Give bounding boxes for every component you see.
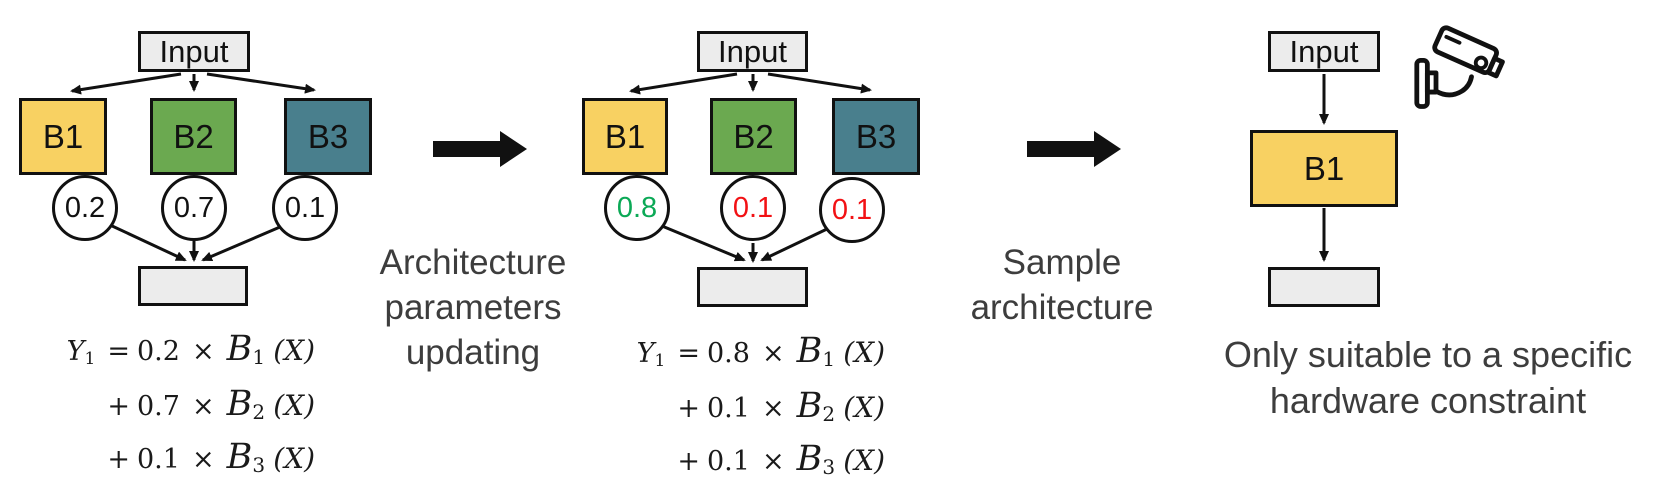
eq-arg: (X) [843,391,885,425]
middle-block-b3: B3 [832,98,920,175]
middle-output-box [697,267,808,307]
eq-block-sub: 2 [252,400,266,425]
eq-block: B [796,439,823,480]
eq-coef: 0.7 [136,391,180,423]
eq-arg: (X) [273,334,315,367]
left-block-b3: B3 [284,98,372,175]
eq-coef: 0.2 [136,336,180,367]
eq-times: × [192,336,215,367]
middle-alpha-circle-b1: 0.8 [604,175,670,241]
equation-line: Y1 =0.8 ×B1 (X) [637,329,885,384]
eq-op: = [677,338,700,369]
caption-line: Only suitable to a specific [1223,334,1633,375]
eq-arg: (X) [843,444,885,478]
transition-label-line: updating [405,333,541,372]
transition-label-line: architecture [970,288,1154,327]
transition-label-line: Architecture [379,243,567,282]
cctv-camera-icon [1410,22,1510,118]
eq-coef: 0.1 [706,446,750,478]
eq-block-sub: 1 [822,347,836,372]
right-block-b1: B1 [1250,130,1398,207]
transition-arrow-icon-1 [433,131,527,167]
eq-block: B [226,329,253,369]
equation-line: Y1 =0.2 ×B1 (X) [67,327,315,382]
left-block-b1: B1 [19,98,107,175]
middle-alpha-circle-b3: 0.1 [819,177,885,243]
edge-mid-input-b3 [767,72,872,94]
eq-times: × [192,391,215,423]
eq-block: B [796,386,823,427]
left-alpha-circle-b2: 0.7 [161,175,227,241]
left-alpha-circle-b1: 0.2 [52,175,118,241]
eq-times: × [192,444,215,476]
middle-alpha-circle-b2: 0.1 [720,175,786,241]
eq-times: × [762,446,785,478]
right-input-box: Input [1268,31,1380,72]
right-output-box [1268,267,1380,307]
edge-left-input-b1 [70,72,182,95]
transition-label-line: parameters [384,288,562,327]
edge-left-input-b3 [206,72,316,94]
transition-label-sample: Sample architecture [942,240,1182,330]
eq-op: + [677,446,700,478]
left-block-b2: B2 [150,98,237,175]
left-output-box [138,266,248,306]
transition-label-updating: Architecture parameters updating [353,240,593,375]
eq-block-sub: 3 [822,455,836,480]
eq-lhs-sub: 1 [84,349,96,370]
eq-block: B [226,437,253,478]
eq-times: × [762,393,785,425]
eq-lhs: Y [636,338,655,369]
eq-lhs: Y [66,336,85,367]
left-alpha-circle-b3: 0.1 [272,175,338,241]
edge-mid-input-b1 [629,72,738,95]
left-equation: Y1 =0.2 ×B1 (X) +0.7 ×B2 (X) +0.1 ×B3 (X… [67,327,315,483]
transition-arrow-icon-2 [1027,131,1121,167]
transition-label-line: Sample [1002,243,1122,282]
left-input-box: Input [138,31,250,72]
equation-line: +0.1 × B3 (X) [637,437,885,483]
eq-arg: (X) [273,442,315,476]
eq-op: + [107,391,130,423]
hardware-constraint-caption: Only suitable to a specific hardware con… [1178,332,1674,424]
eq-times: × [762,338,785,369]
eq-block-sub: 3 [252,453,266,478]
middle-input-box: Input [697,31,808,72]
eq-block-sub: 2 [822,402,836,427]
eq-block-sub: 1 [252,345,266,370]
equation-line: +0.7 × B2 (X) [67,382,315,435]
middle-block-b2: B2 [710,98,797,175]
middle-block-b1: B1 [582,98,668,175]
eq-coef: 0.8 [706,338,750,369]
eq-lhs-sub: 1 [654,351,666,372]
eq-arg: (X) [843,336,885,369]
eq-block: B [226,384,253,425]
equation-line: +0.1 × B2 (X) [637,384,885,437]
caption-line: hardware constraint [1269,380,1587,421]
middle-equation: Y1 =0.8 ×B1 (X) +0.1 ×B2 (X) +0.1 ×B3 (X… [637,329,885,483]
eq-coef: 0.1 [706,393,750,425]
eq-block: B [796,331,823,371]
eq-coef: 0.1 [136,444,180,476]
eq-op: = [107,336,130,367]
eq-arg: (X) [273,389,315,423]
eq-op: + [107,444,130,476]
equation-line: +0.1 × B3 (X) [67,435,315,483]
eq-op: + [677,393,700,425]
